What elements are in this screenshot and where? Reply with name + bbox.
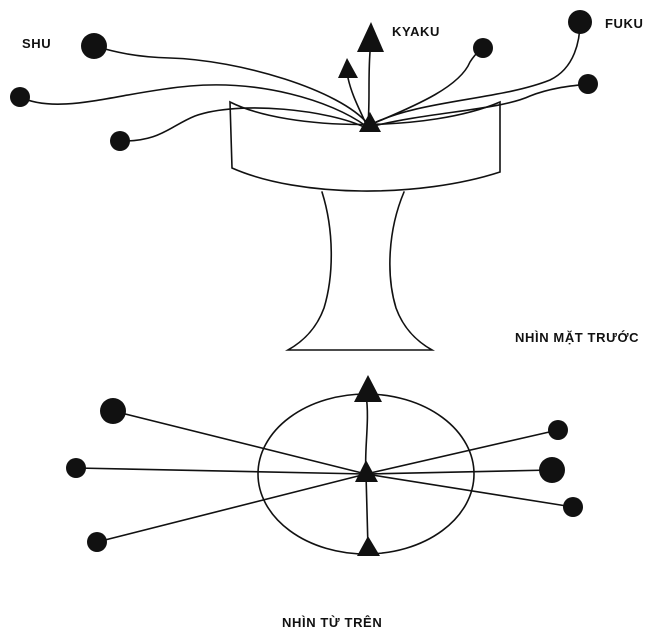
line-left-low-top (96, 473, 367, 543)
left-low-top-node (87, 532, 107, 552)
line-left-mid-top (75, 467, 367, 475)
label-top-view: NHÌN TỪ TRÊN (282, 615, 382, 630)
right-mid-top-node (548, 420, 568, 440)
vase-bowl (229, 100, 501, 192)
shu-node (81, 33, 107, 59)
stem-left-mid (19, 84, 367, 127)
stem-left-low (119, 107, 367, 142)
center-triangle (359, 112, 381, 132)
fuku-node (568, 10, 592, 34)
left-mid-node (10, 87, 30, 107)
right-mid-node (473, 38, 493, 58)
right-low-node (578, 74, 598, 94)
left-low-node (110, 131, 130, 151)
shu-top-node (100, 398, 126, 424)
front-view-diagram: SHU KYAKU FUKU NHÌN MẶT TRƯỚC (10, 10, 644, 351)
label-kyaku: KYAKU (392, 24, 440, 39)
line-fuku-top (365, 469, 553, 475)
vase-stem (284, 191, 436, 351)
stem-fuku (371, 21, 581, 125)
kyaku-secondary-triangle (338, 58, 358, 78)
label-shu: SHU (22, 36, 51, 51)
stem-kyaku-secondary (347, 77, 367, 125)
line-right-low-top (365, 473, 574, 508)
line-front-top (365, 473, 369, 549)
center-top-triangle (355, 460, 378, 482)
stem-shu (93, 45, 369, 125)
left-mid-top-node (66, 458, 86, 478)
top-view-diagram: NHÌN TỪ TRÊN (66, 375, 583, 630)
line-shu-top (112, 410, 367, 475)
line-right-mid-top (365, 429, 559, 475)
kyaku-triangle (357, 22, 384, 52)
label-fuku: FUKU (605, 16, 644, 31)
label-front-view: NHÌN MẶT TRƯỚC (515, 330, 639, 345)
stem-right-low (373, 83, 589, 127)
fuku-top-node (539, 457, 565, 483)
front-top-triangle (357, 536, 380, 556)
right-low-top-node (563, 497, 583, 517)
kyaku-top-triangle (354, 375, 382, 402)
